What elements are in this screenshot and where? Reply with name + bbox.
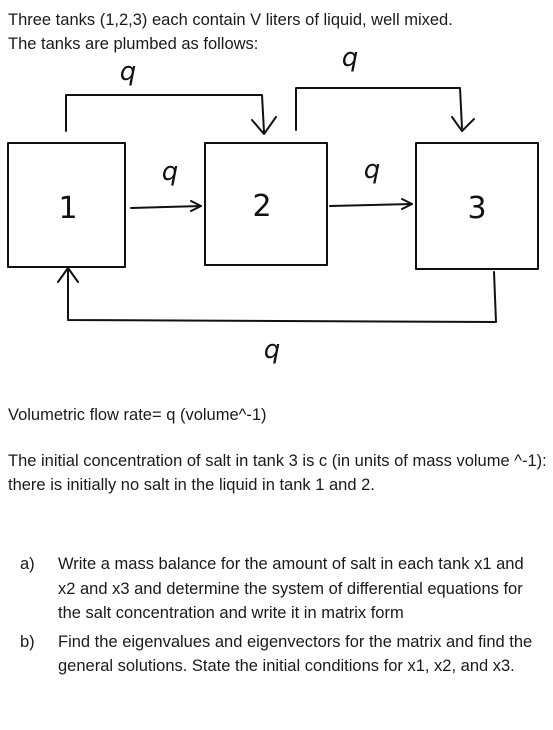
question-a-text: Write a mass balance for the amount of s…	[58, 555, 524, 622]
intro-line-2: The tanks are plumbed as follows:	[8, 35, 259, 53]
question-b-text: Find the eigenvalues and eigenvectors fo…	[58, 632, 533, 676]
tank-1-box	[7, 142, 126, 268]
pipe-1-to-2	[65, 94, 265, 133]
pipe-2-to-3	[295, 87, 463, 131]
arrowhead-into-1	[57, 267, 79, 283]
intro-text: Three tanks (1,2,3) each contain V liter…	[8, 8, 453, 56]
tank-3-box	[415, 142, 539, 270]
pipe-3-to-1	[67, 269, 497, 323]
question-a-marker: a)	[20, 555, 35, 573]
arrowhead-2-3-side	[401, 198, 413, 210]
pipe-2-to-3-side	[329, 203, 413, 207]
arrowhead-into-3	[451, 116, 475, 132]
arrowhead-into-2	[251, 116, 277, 135]
pipe-1-to-2-side	[130, 205, 202, 209]
question-b-marker: b)	[20, 632, 35, 651]
tank-2-box	[204, 142, 328, 266]
question-a: a) Write a mass balance for the amount o…	[20, 552, 540, 626]
tank-diagram	[7, 87, 539, 323]
flow-rate-line: Volumetric flow rate= q (volume^-1)	[8, 406, 267, 424]
initial-condition-paragraph: The initial concentration of salt in tan…	[8, 452, 547, 494]
intro-line-1: Three tanks (1,2,3) each contain V liter…	[8, 11, 453, 29]
arrowhead-1-2-side	[190, 200, 202, 212]
question-b: b) Find the eigenvalues and eigenvectors…	[20, 630, 540, 679]
question-list: a) Write a mass balance for the amount o…	[20, 552, 540, 683]
